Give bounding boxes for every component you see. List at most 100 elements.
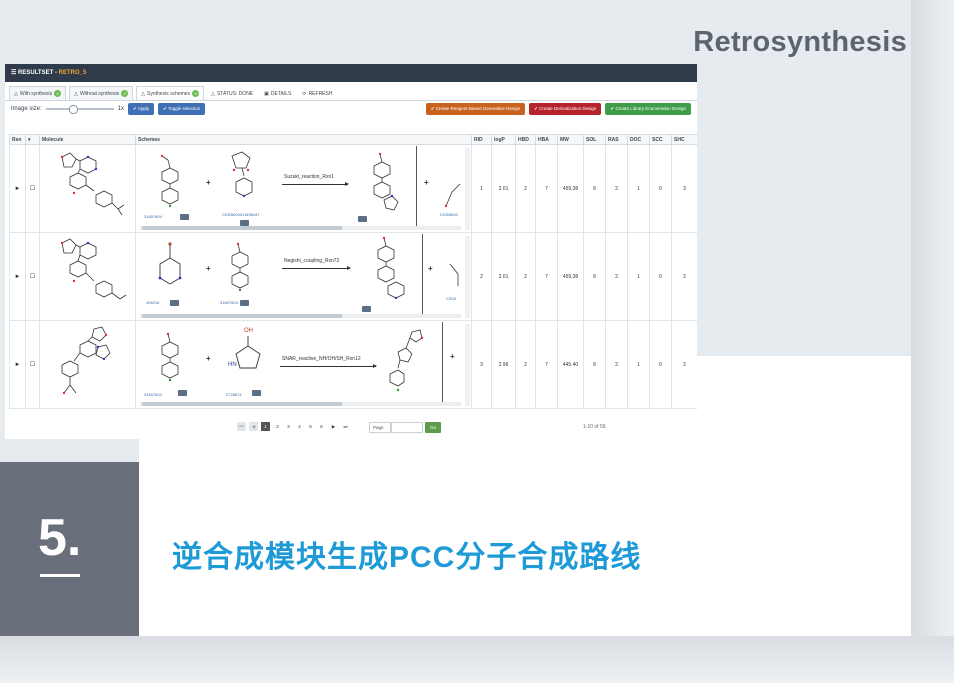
cell-rid: 3 bbox=[471, 320, 492, 409]
cell-sol: 6 bbox=[583, 232, 606, 321]
toggle-selection-button[interactable]: ✔ Toggle selection bbox=[158, 103, 206, 115]
reactant-b-id[interactable]: 2728674 bbox=[226, 391, 242, 397]
scheme-horizontal-scrollbar[interactable] bbox=[140, 401, 461, 406]
page-button-5[interactable]: 5 bbox=[309, 424, 312, 429]
reaction-name[interactable]: Negishi_coupling_Rxn72 bbox=[284, 257, 340, 264]
col-header-hbd[interactable]: HBD bbox=[515, 134, 536, 145]
reactant-a-tag[interactable] bbox=[178, 389, 187, 396]
product-tag[interactable] bbox=[362, 305, 371, 312]
image-size-slider[interactable] bbox=[45, 105, 114, 114]
scheme-vertical-scrollbar[interactable] bbox=[465, 147, 470, 230]
first-page-button[interactable]: ⏮ bbox=[237, 422, 246, 431]
side-reactant-id[interactable]: CDSB000 bbox=[440, 211, 458, 217]
scheme-horizontal-scrollbar[interactable] bbox=[140, 225, 461, 230]
details-button[interactable]: ▣DETAILS bbox=[260, 88, 295, 100]
reactant-a-tag[interactable] bbox=[180, 213, 189, 220]
scheme-divider bbox=[422, 233, 423, 314]
scheme-vertical-scrollbar[interactable] bbox=[465, 323, 470, 406]
col-header-doc[interactable]: DOC bbox=[627, 134, 650, 145]
col-header-scc[interactable]: SCC bbox=[649, 134, 672, 145]
col-header-sol[interactable]: SOL bbox=[583, 134, 606, 145]
page-button-6[interactable]: 6 bbox=[320, 424, 323, 429]
table-row[interactable]: ► ☐ bbox=[9, 144, 697, 233]
scheme-horizontal-scrollbar[interactable] bbox=[140, 313, 461, 318]
reactant-a-tag[interactable] bbox=[170, 299, 179, 306]
synthesis-scheme: 406216 + 31607604 Negishi_coupling_Rxn72 bbox=[136, 233, 471, 320]
col-header-molecule[interactable]: Molecule bbox=[39, 134, 136, 145]
last-page-button[interactable]: ⏭ bbox=[343, 424, 348, 429]
plus-sign: + bbox=[450, 351, 455, 361]
expand-icon[interactable]: ► bbox=[14, 361, 21, 368]
refresh-button[interactable]: ⟳REFRESH bbox=[298, 88, 336, 100]
page-button-3[interactable]: 3 bbox=[287, 424, 290, 429]
row-checkbox[interactable]: ☐ bbox=[29, 274, 36, 280]
product-drawing bbox=[389, 329, 424, 391]
reactant-b-id[interactable]: 31607604 bbox=[220, 299, 238, 305]
details-label: DETAILS bbox=[270, 91, 292, 97]
section-number-dot: . bbox=[66, 509, 82, 567]
reactant-a-id[interactable]: 406216 bbox=[146, 299, 160, 305]
page-button-1[interactable]: 1 bbox=[261, 422, 270, 431]
section-number-block bbox=[0, 462, 139, 636]
page-number-input[interactable] bbox=[391, 422, 423, 433]
col-header-rid[interactable]: RID bbox=[471, 134, 492, 145]
expand-icon[interactable]: ► bbox=[14, 273, 21, 280]
tab-badge: 0 bbox=[54, 90, 62, 97]
scheme-divider bbox=[416, 145, 417, 226]
cell-logp: 2.96 bbox=[491, 320, 516, 409]
scheme-vertical-scrollbar[interactable] bbox=[465, 235, 470, 318]
table-row[interactable]: ► ☐ bbox=[9, 232, 697, 321]
reactant-b-tag[interactable] bbox=[252, 389, 261, 396]
col-header-logp[interactable]: logP bbox=[491, 134, 516, 145]
col-header-shc[interactable]: SHC bbox=[671, 134, 697, 145]
col-header-mw[interactable]: MW bbox=[557, 134, 584, 145]
reactant-a-id[interactable]: 31607604 bbox=[144, 391, 162, 397]
page-button-4[interactable]: 4 bbox=[298, 424, 301, 429]
apply-button[interactable]: ✔ Apply bbox=[128, 103, 155, 115]
row-checkbox[interactable]: ☐ bbox=[29, 186, 36, 192]
tab-label: Synthesis schemes bbox=[147, 90, 191, 97]
app-title-bar: ☰ RESULTSET - RETRO_5 bbox=[5, 64, 697, 82]
col-header-hba[interactable]: HBA bbox=[535, 134, 558, 145]
library-enumeration-button[interactable]: ✔ Create Library Enumeration Design bbox=[605, 103, 691, 115]
reaction-name[interactable]: Suzuki_reaction_Rxn1 bbox=[284, 173, 335, 180]
reagent-design-button[interactable]: ✔ Create Reagent Based Generative Design bbox=[425, 103, 526, 115]
product-tag[interactable] bbox=[358, 215, 367, 222]
prev-page-button[interactable]: ◀ bbox=[249, 422, 258, 431]
side-reactant-id[interactable]: CS00 bbox=[446, 295, 457, 301]
molecule-structure bbox=[39, 320, 136, 409]
bottom-shadow bbox=[0, 636, 954, 683]
synthesis-scheme: 31607604 + CDSB000011836447 Suzuki_react… bbox=[136, 145, 471, 232]
library-enumeration-label: Create Library Enumeration Design bbox=[615, 106, 686, 111]
row-checkbox[interactable]: ☐ bbox=[29, 362, 36, 368]
molecule-structure bbox=[39, 232, 136, 321]
reactant-a-id[interactable]: 31607604 bbox=[144, 213, 162, 219]
table-row[interactable]: ► ☐ bbox=[9, 320, 697, 409]
reactant-b-id[interactable]: CDSB000011836447 bbox=[222, 211, 260, 217]
reactant-b-tag[interactable] bbox=[240, 219, 249, 226]
cell-sol: 6 bbox=[583, 320, 606, 409]
derivatization-button[interactable]: ✔ Create Derivatization Design bbox=[529, 103, 602, 115]
cell-hba: 7 bbox=[535, 320, 558, 409]
col-header-ren[interactable]: Ren bbox=[9, 134, 26, 145]
page-button-2[interactable]: 2 bbox=[276, 424, 279, 429]
reaction-name[interactable]: SNAR_reactive_NH/OH/SH_Rxn12 bbox=[282, 355, 361, 362]
col-header-schemes[interactable]: Schemes bbox=[135, 134, 472, 145]
tab-badge: 0 bbox=[192, 90, 200, 97]
reaction-arrow bbox=[282, 265, 351, 270]
col-header-ras[interactable]: RAS bbox=[605, 134, 628, 145]
col-header-toggle[interactable]: ▾ bbox=[25, 134, 40, 145]
go-button[interactable]: Go bbox=[425, 422, 441, 433]
cell-doc: 1 bbox=[627, 320, 650, 409]
reactant-b-tag[interactable] bbox=[240, 299, 249, 306]
reactant-b-drawing bbox=[235, 335, 261, 368]
expand-icon[interactable]: ► bbox=[14, 185, 21, 192]
next-page-button[interactable]: ▶ bbox=[331, 424, 336, 429]
list-icon: ☰ bbox=[11, 70, 19, 76]
slider-knob[interactable] bbox=[68, 105, 78, 114]
